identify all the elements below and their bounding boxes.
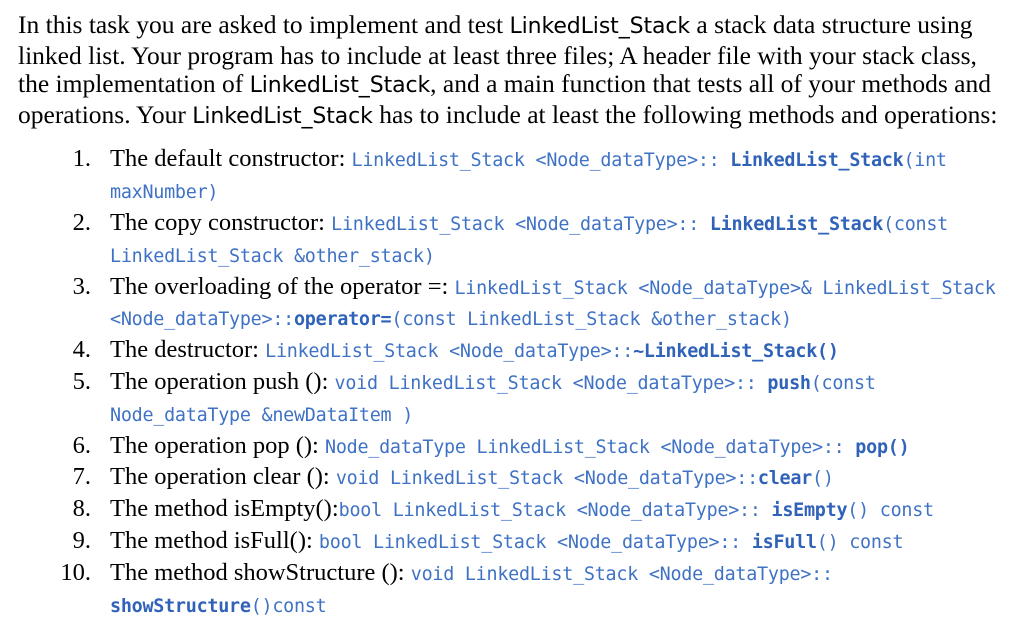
list-item-code-bold: isFull xyxy=(751,531,817,553)
list-item-code-tail: (const Node_dataType &newDataItem ) xyxy=(110,372,887,426)
list-item-code-bold: push xyxy=(767,372,811,394)
list-item: 4. The destructor: LinkedList_Stack <Node… xyxy=(18,335,1010,367)
list-item-lead: The method showStructure (): xyxy=(110,558,411,586)
list-marker: 6. xyxy=(72,431,91,459)
intro-paragraph: In this task you are asked to implement … xyxy=(18,10,1010,131)
list-marker: 7. xyxy=(72,463,91,491)
list-item-code-bold: clear xyxy=(757,468,813,490)
list-item: 8. The method isEmpty():bool LinkedList_S… xyxy=(18,494,1010,526)
list-marker: 4. xyxy=(72,336,91,364)
list-marker: 10. xyxy=(60,558,91,586)
list-item: 3. The overloading of the operator =: Lin… xyxy=(18,272,1010,336)
list-item-code: bool LinkedList_Stack <Node_dataType>:: xyxy=(338,500,772,522)
list-item-lead: The destructor: xyxy=(110,336,266,364)
intro-segment-text: In this task you are asked to implement … xyxy=(18,10,510,39)
list-marker: 2. xyxy=(72,208,91,236)
list-item-code: LinkedList_Stack <Node_dataType>& Linked… xyxy=(110,277,1007,331)
list-item-code-bold: pop() xyxy=(855,436,910,458)
list-item-code-tail: ()const xyxy=(250,595,327,617)
list-marker: 3. xyxy=(72,272,91,300)
intro-segment-text: , and a main function that tests all of … xyxy=(18,69,992,129)
list-item: 10. The method showStructure (): void Lin… xyxy=(18,558,1010,621)
list-item-lead: The operation clear (): xyxy=(110,463,336,491)
list-item-code-bold: LinkedList_Stack xyxy=(730,150,904,172)
list-item-code-tail: (const LinkedList_Stack &other_stack) xyxy=(110,213,959,267)
list-item-code-bold: ~LinkedList_Stack() xyxy=(633,341,839,363)
list-marker: 1. xyxy=(72,145,91,173)
list-item-code-bold: isEmpty xyxy=(771,500,848,522)
list-item-code-tail: (const LinkedList_Stack &other_stack) xyxy=(391,309,792,331)
list-item: 6. The operation pop (): Node_dataType Li… xyxy=(18,431,1010,463)
list-item-lead: The operation push (): xyxy=(110,367,335,395)
list-item: 5. The operation push (): void LinkedList… xyxy=(18,367,1010,431)
list-marker: 8. xyxy=(72,495,91,523)
list-item-code-tail: () xyxy=(812,468,834,490)
list-item-code-bold: showStructure xyxy=(110,595,251,617)
list-item-code-bold: LinkedList_Stack xyxy=(709,213,884,235)
list-item: 2. The copy constructor: LinkedList_Stack… xyxy=(18,208,1010,272)
intro-segment-text: has to include at least the following me… xyxy=(372,99,998,129)
list-item-lead: The method isEmpty(): xyxy=(110,495,339,523)
list-item-code-tail: () const xyxy=(816,531,904,553)
list-item-code: void LinkedList_Stack <Node_dataType>:: xyxy=(335,468,758,490)
list-item: 1. The default constructor: LinkedList_St… xyxy=(18,144,1010,208)
list-item-code: LinkedList_Stack <Node_dataType>:: xyxy=(265,341,634,363)
list-item-code-tail: () const xyxy=(847,500,934,522)
list-item-code: bool LinkedList_Stack <Node_dataType>:: xyxy=(318,531,752,553)
list-item-code: Node_dataType LinkedList_Stack <Node_dat… xyxy=(325,436,856,458)
list-item: 7. The operation clear (): void LinkedLis… xyxy=(18,462,1010,494)
list-item-code-tail: (int maxNumber) xyxy=(110,150,958,204)
list-item-lead: The method isFull(): xyxy=(110,526,319,554)
list-item-code: void LinkedList_Stack <Node_dataType>:: xyxy=(334,372,768,394)
list-item-lead: The default constructor: xyxy=(110,145,352,173)
intro-segment-text: a stack data structure using linked list… xyxy=(18,10,977,99)
list-item-lead: The overloading of the operator =: xyxy=(110,272,455,300)
intro-term-linkedlist-stack: LinkedList_Stack xyxy=(249,73,431,99)
list-item-lead: The copy constructor: xyxy=(110,208,332,236)
list-item-code: LinkedList_Stack <Node_dataType>:: xyxy=(331,213,710,235)
list-marker: 5. xyxy=(72,367,91,395)
list-marker: 9. xyxy=(72,526,91,554)
list-item-code: void LinkedList_Stack <Node_dataType>:: xyxy=(410,563,844,585)
list-item: 9. The method isFull(): bool LinkedList_S… xyxy=(18,526,1010,558)
list-item-code: LinkedList_Stack <Node_dataType>:: xyxy=(351,150,731,172)
document-page: In this task you are asked to implement … xyxy=(18,10,1010,616)
requirements-list: 1. The default constructor: LinkedList_St… xyxy=(18,144,1010,621)
intro-term-linkedlist-stack: LinkedList_Stack xyxy=(192,103,373,129)
list-item-lead: The operation pop (): xyxy=(110,431,325,459)
intro-term-linkedlist-stack: LinkedList_Stack xyxy=(509,14,691,39)
list-item-code-bold: operator= xyxy=(293,309,392,331)
